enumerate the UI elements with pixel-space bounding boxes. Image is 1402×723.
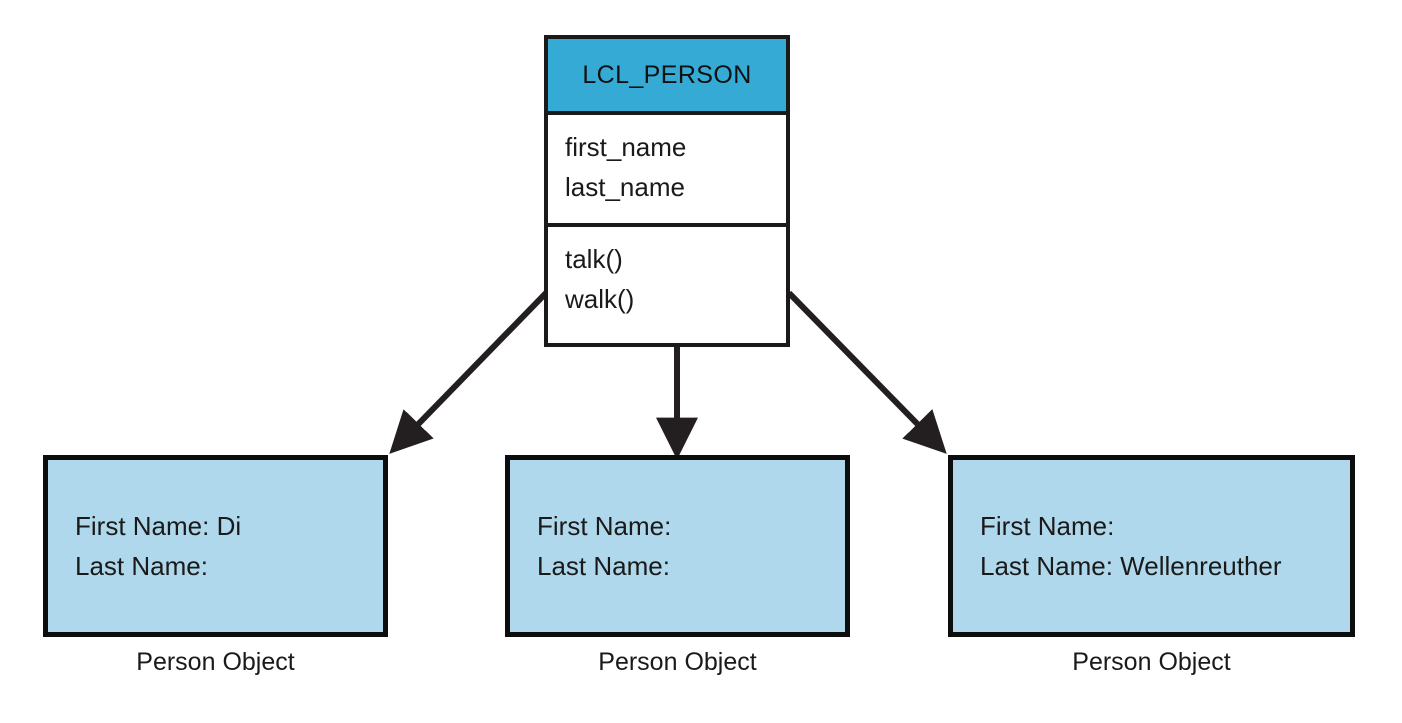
class-attributes-compartment: first_name last_name	[548, 115, 786, 227]
object-caption-1: Person Object	[136, 648, 295, 676]
object-box-3[interactable]: First Name: Last Name: Wellenreuther	[948, 455, 1355, 637]
object-caption-3: Person Object	[1072, 648, 1231, 676]
object-group-1: First Name: Di Last Name: Person Object	[43, 455, 388, 677]
attribute-item: last_name	[565, 172, 685, 202]
class-methods-compartment: talk() walk()	[548, 227, 786, 343]
object-last-name-line: Last Name:	[537, 551, 670, 581]
object-first-name-line: First Name:	[537, 511, 672, 541]
object-last-name-line: Last Name: Wellenreuther	[980, 551, 1282, 581]
object-caption-2: Person Object	[598, 648, 757, 676]
object-box-1[interactable]: First Name: Di Last Name:	[43, 455, 388, 637]
object-first-name-line: First Name: Di	[75, 511, 242, 541]
class-header: LCL_PERSON	[548, 39, 786, 115]
method-item: talk()	[565, 244, 623, 274]
object-first-name-line: First Name:	[980, 511, 1115, 541]
arrow-to-object-3	[786, 290, 947, 454]
object-group-2: First Name: Last Name: Person Object	[505, 455, 850, 677]
attribute-item: first_name	[565, 132, 687, 162]
object-group-3: First Name: Last Name: Wellenreuther Per…	[948, 455, 1355, 677]
class-box-lcl-person[interactable]: LCL_PERSON first_name last_name talk() w…	[544, 35, 790, 347]
arrow-to-object-1	[389, 290, 549, 454]
object-box-2[interactable]: First Name: Last Name:	[505, 455, 850, 637]
object-last-name-line: Last Name:	[75, 551, 208, 581]
class-name-label: LCL_PERSON	[582, 60, 752, 89]
method-item: walk()	[565, 284, 635, 314]
